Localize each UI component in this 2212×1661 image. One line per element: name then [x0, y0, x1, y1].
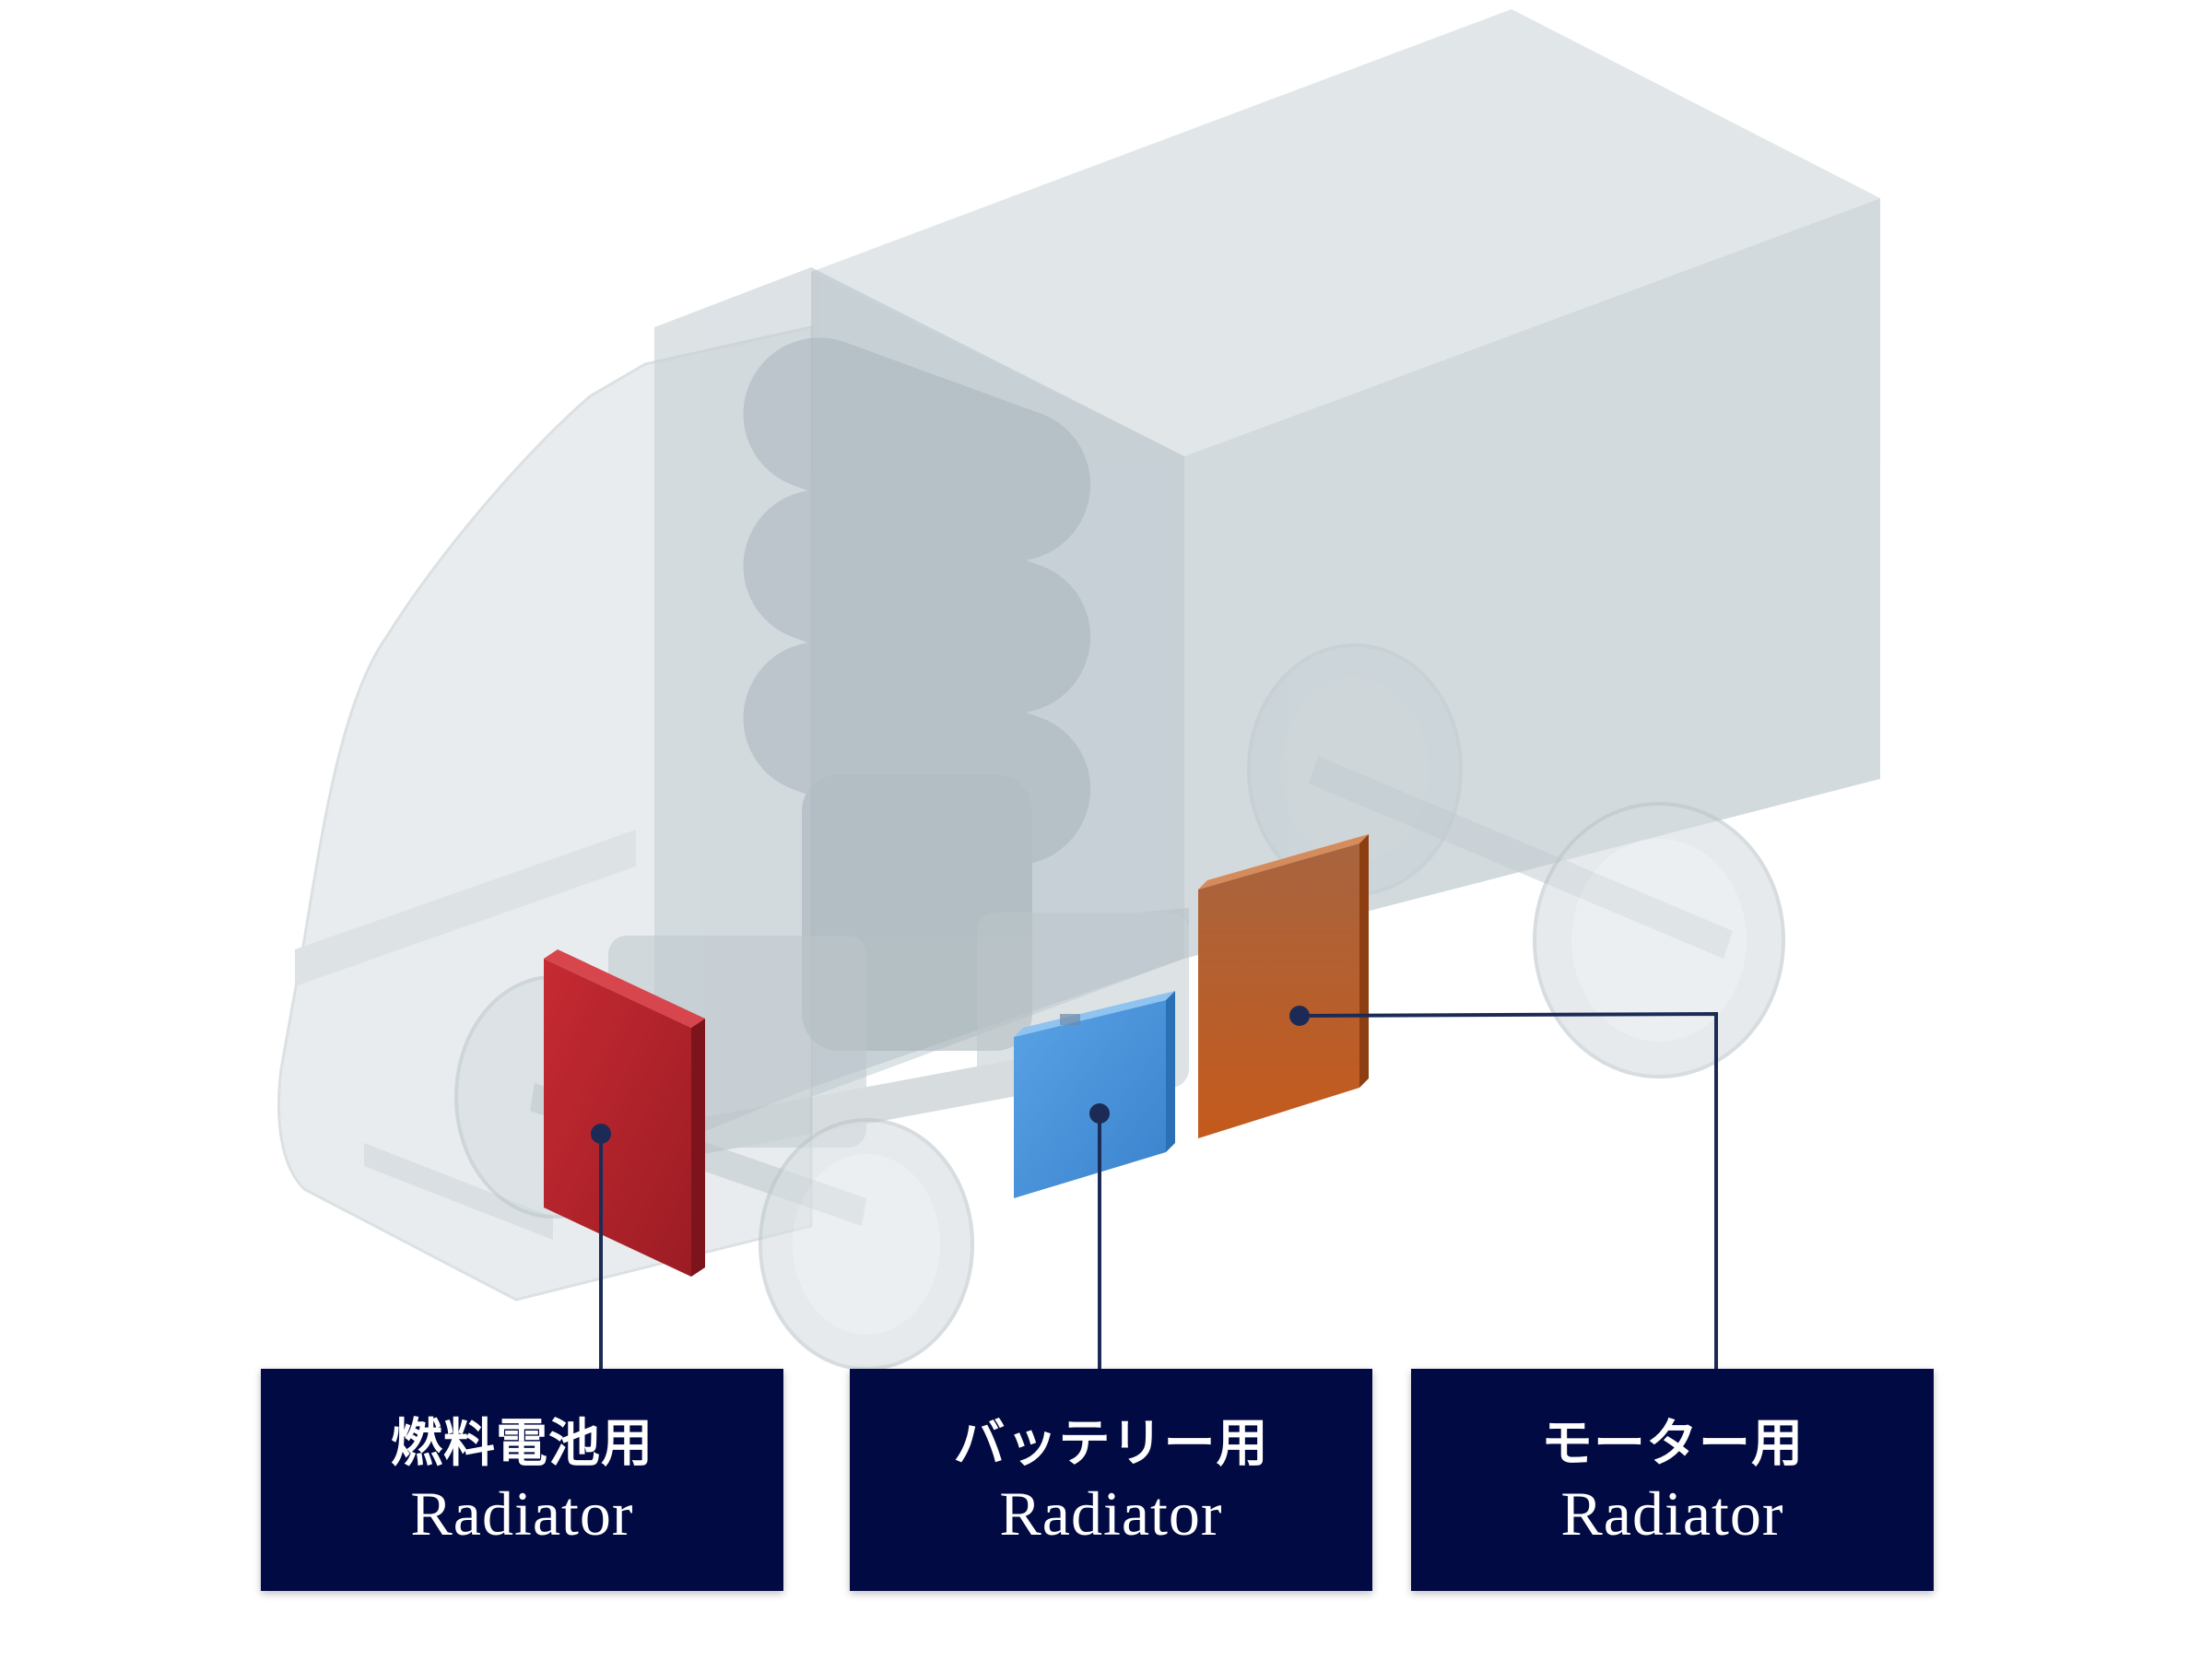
motor-label-line1: モーター用 — [1541, 1412, 1804, 1474]
fuel-cell-radiator-icon — [544, 949, 705, 1277]
fuel-cell-label-line1: 燃料電池用 — [391, 1412, 653, 1474]
battery-radiator-icon — [1014, 991, 1175, 1198]
motor-leader-dot — [1289, 1006, 1310, 1026]
motor-leader-line — [1299, 1011, 1718, 1372]
fuel-cell-radiator-label: 燃料電池用 Radiator — [261, 1369, 783, 1591]
fuel-cell-label-line2: Radiator — [410, 1478, 634, 1549]
fuel-cell-leader-dot — [591, 1124, 611, 1144]
battery-radiator-label: バッテリー用 Radiator — [850, 1369, 1372, 1591]
motor-radiator-icon — [1198, 834, 1369, 1138]
motor-label-line2: Radiator — [1560, 1478, 1784, 1549]
leader-dots — [591, 1006, 1310, 1144]
leader-lines — [599, 1011, 1718, 1372]
battery-label-line1: バッテリー用 — [953, 1412, 1269, 1474]
battery-leader-dot — [1089, 1103, 1110, 1124]
front-wheel-front — [759, 1118, 974, 1371]
motor-radiator-label: モーター用 Radiator — [1411, 1369, 1934, 1591]
battery-label-line2: Radiator — [999, 1478, 1223, 1549]
rear-wheel-front — [1533, 802, 1785, 1078]
